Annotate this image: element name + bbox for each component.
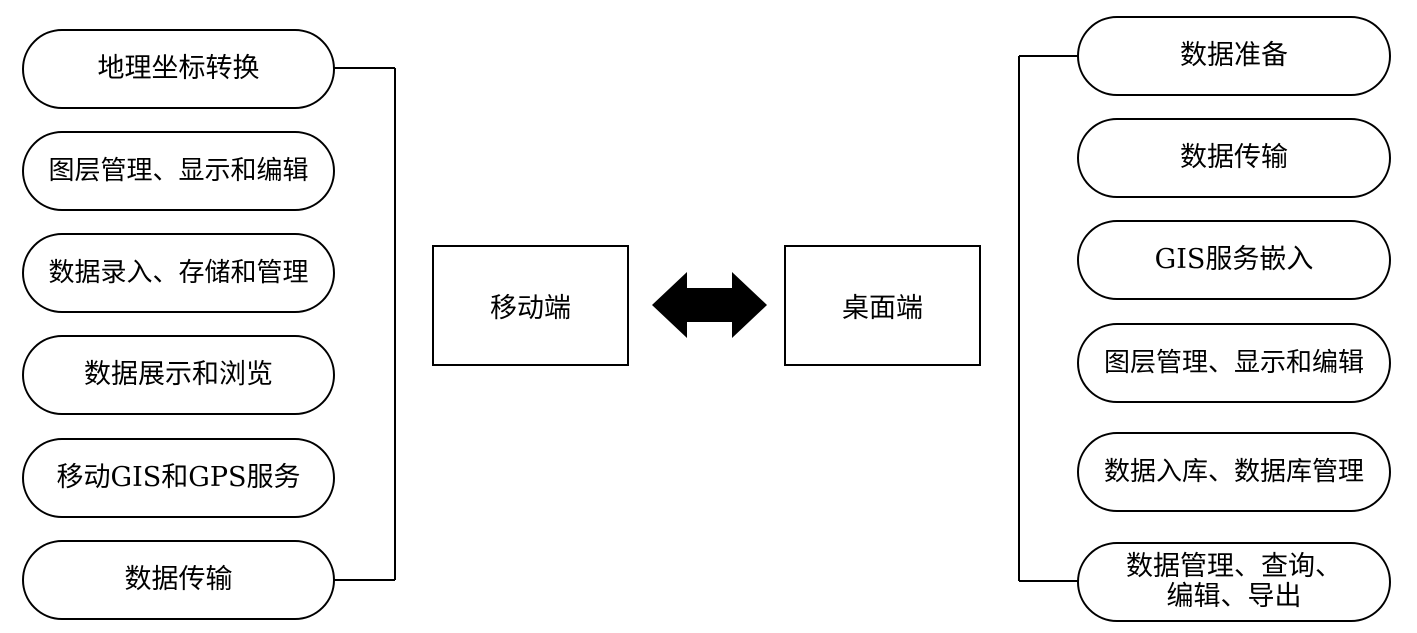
desktop-feature-5-label: 数据入库、数据库管理 (1103, 457, 1364, 487)
desktop-feature-4: 图层管理、显示和编辑 (1077, 323, 1391, 403)
mobile-feature-5-label: 移动GIS和GPS服务 (56, 462, 301, 493)
desktop-feature-6-label: 数据管理、查询、 编辑、导出 (1126, 551, 1342, 612)
desktop-feature-1-label: 数据准备 (1180, 40, 1288, 71)
mobile-feature-1-label: 地理坐标转换 (97, 53, 260, 84)
desktop-box: 桌面端 (784, 245, 981, 366)
desktop-feature-2: 数据传输 (1077, 118, 1391, 198)
desktop-box-label: 桌面端 (842, 293, 923, 324)
mobile-feature-3-label: 数据录入、存储和管理 (48, 258, 309, 288)
desktop-feature-6: 数据管理、查询、 编辑、导出 (1077, 542, 1391, 622)
mobile-feature-1: 地理坐标转换 (22, 29, 335, 109)
mobile-feature-4-label: 数据展示和浏览 (84, 359, 273, 390)
desktop-feature-1: 数据准备 (1077, 16, 1391, 96)
mobile-feature-2: 图层管理、显示和编辑 (22, 131, 335, 211)
mobile-box-label: 移动端 (490, 293, 571, 324)
desktop-feature-3: GIS服务嵌入 (1077, 220, 1391, 300)
mobile-box: 移动端 (432, 245, 629, 366)
mobile-feature-3: 数据录入、存储和管理 (22, 233, 335, 313)
mobile-feature-6-label: 数据传输 (124, 564, 233, 595)
desktop-feature-3-label: GIS服务嵌入 (1154, 244, 1314, 275)
mobile-feature-5: 移动GIS和GPS服务 (22, 438, 335, 518)
mobile-feature-4: 数据展示和浏览 (22, 335, 335, 415)
double-arrow-icon (652, 272, 767, 338)
mobile-feature-2-label: 图层管理、显示和编辑 (48, 156, 309, 186)
desktop-feature-2-label: 数据传输 (1180, 142, 1288, 173)
mobile-feature-6: 数据传输 (22, 540, 335, 620)
desktop-feature-5: 数据入库、数据库管理 (1077, 432, 1391, 512)
desktop-feature-4-label: 图层管理、显示和编辑 (1103, 348, 1364, 378)
